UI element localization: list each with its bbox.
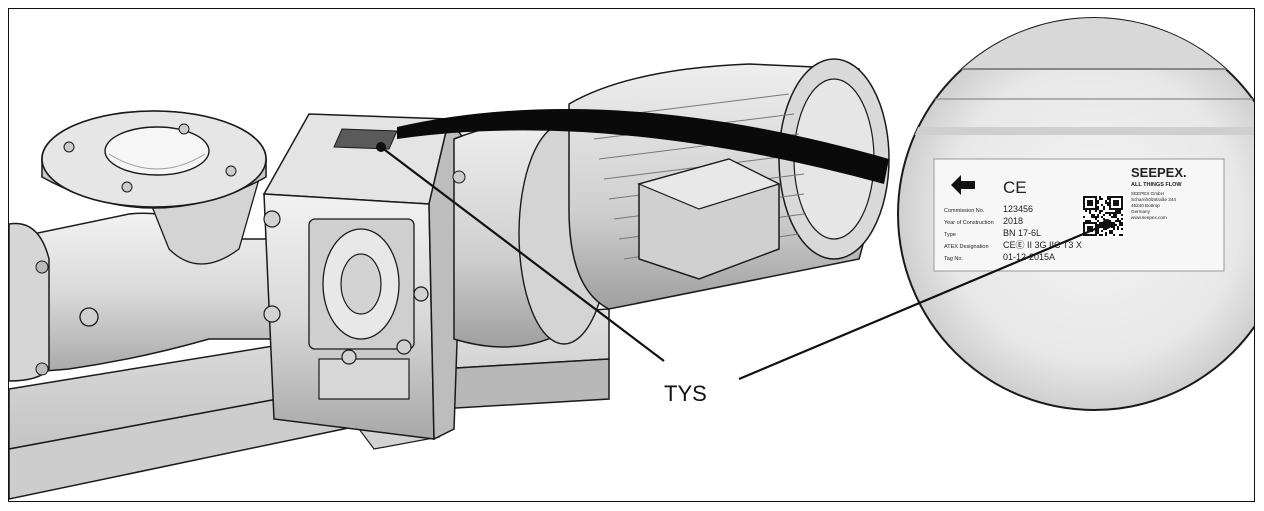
pump-casing xyxy=(9,110,280,382)
callout-label: TYS xyxy=(664,381,707,406)
brand-slogan: ALL THINGS FLOW xyxy=(1131,182,1182,188)
ce-mark: CE xyxy=(1003,178,1027,197)
electric-motor xyxy=(568,58,890,310)
leader-dot-qr xyxy=(1102,219,1112,229)
magnifier-band xyxy=(397,109,889,184)
row-value-3: CEⒺ II 3G IIC T3 X xyxy=(1003,240,1082,250)
row-key-1: Year of Construction xyxy=(944,220,994,226)
row-value-0: 123456 xyxy=(1003,204,1033,214)
address-line-1: Scharnhölzstraße 344 xyxy=(1131,197,1176,202)
callout-leaders xyxy=(380,146,1108,381)
leader-dot-housing xyxy=(376,142,386,152)
address-line-0: SEEPEX GmbH xyxy=(1131,191,1164,196)
diagram-frame: CE SEEPEX. ALL THINGS FLOW Commission No… xyxy=(8,8,1255,502)
leader-line-qr xyxy=(738,222,1108,381)
arrow-left-icon xyxy=(951,175,975,195)
row-value-2: BN 17-6L xyxy=(1003,228,1041,238)
row-key-0: Commission No. xyxy=(944,208,985,214)
address-line-3: Germany xyxy=(1131,209,1151,214)
brand-name: SEEPEX. xyxy=(1131,165,1187,180)
row-key-2: Type xyxy=(944,232,956,238)
nameplate: CE SEEPEX. ALL THINGS FLOW Commission No… xyxy=(933,158,1225,272)
leader-line-housing xyxy=(380,146,665,362)
row-key-3: ATEX Designation xyxy=(944,244,989,250)
pump-illustration: CE SEEPEX. ALL THINGS FLOW Commission No… xyxy=(9,17,1254,500)
row-value-1: 2018 xyxy=(1003,216,1023,226)
address-line-4: www.seepex.com xyxy=(1131,215,1167,220)
row-key-4: Tag No. xyxy=(944,256,963,262)
address-line-2: 46240 Bottrop xyxy=(1131,203,1160,208)
housing-nameplate xyxy=(333,128,398,150)
magnifier-lens: CE SEEPEX. ALL THINGS FLOW Commission No… xyxy=(897,17,1254,411)
lantern-housing xyxy=(262,113,465,441)
